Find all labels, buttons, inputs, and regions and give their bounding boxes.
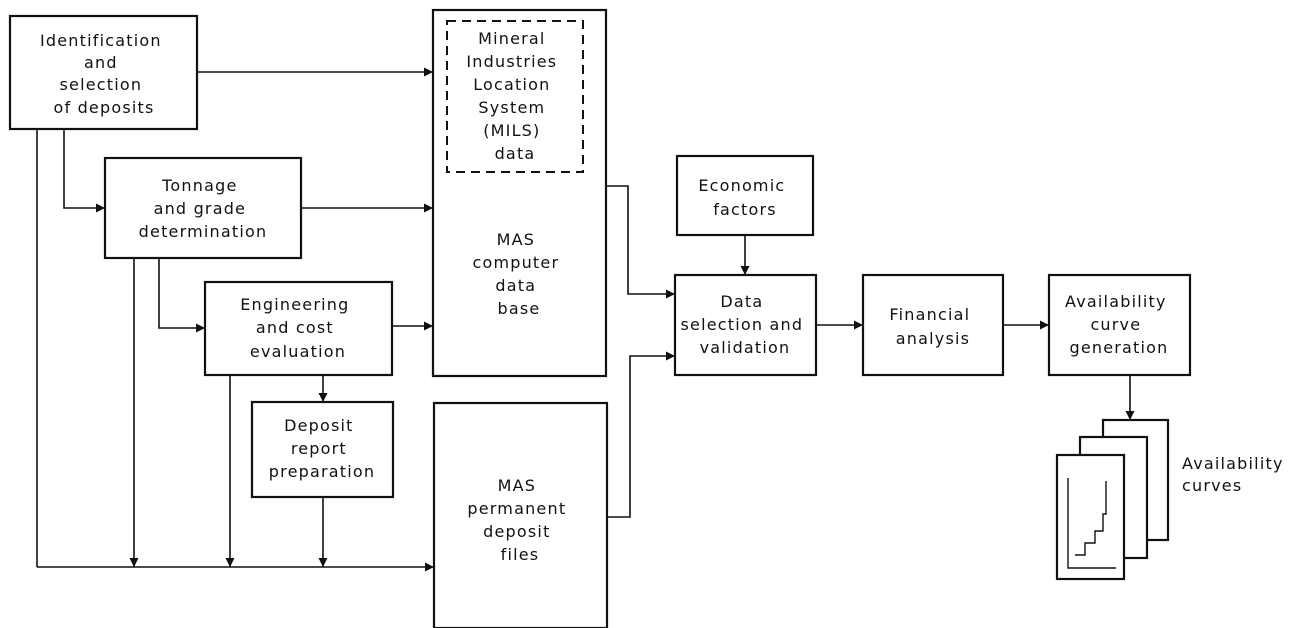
arrow-database-to-data-selection bbox=[606, 186, 675, 294]
arrow-tonnage-to-engineering bbox=[159, 258, 205, 328]
availability-curves-label: Availability curves bbox=[1182, 454, 1290, 495]
financial-analysis-box bbox=[863, 275, 1003, 375]
arrow-identification-to-tonnage bbox=[64, 129, 105, 208]
availability-curves-icon bbox=[1057, 420, 1168, 579]
arrow-files-to-data-selection bbox=[607, 356, 675, 517]
economic-factors-box bbox=[677, 156, 813, 235]
engineering-label: Engineering and cost evaluation bbox=[240, 295, 356, 361]
curve-page-front bbox=[1057, 455, 1124, 579]
